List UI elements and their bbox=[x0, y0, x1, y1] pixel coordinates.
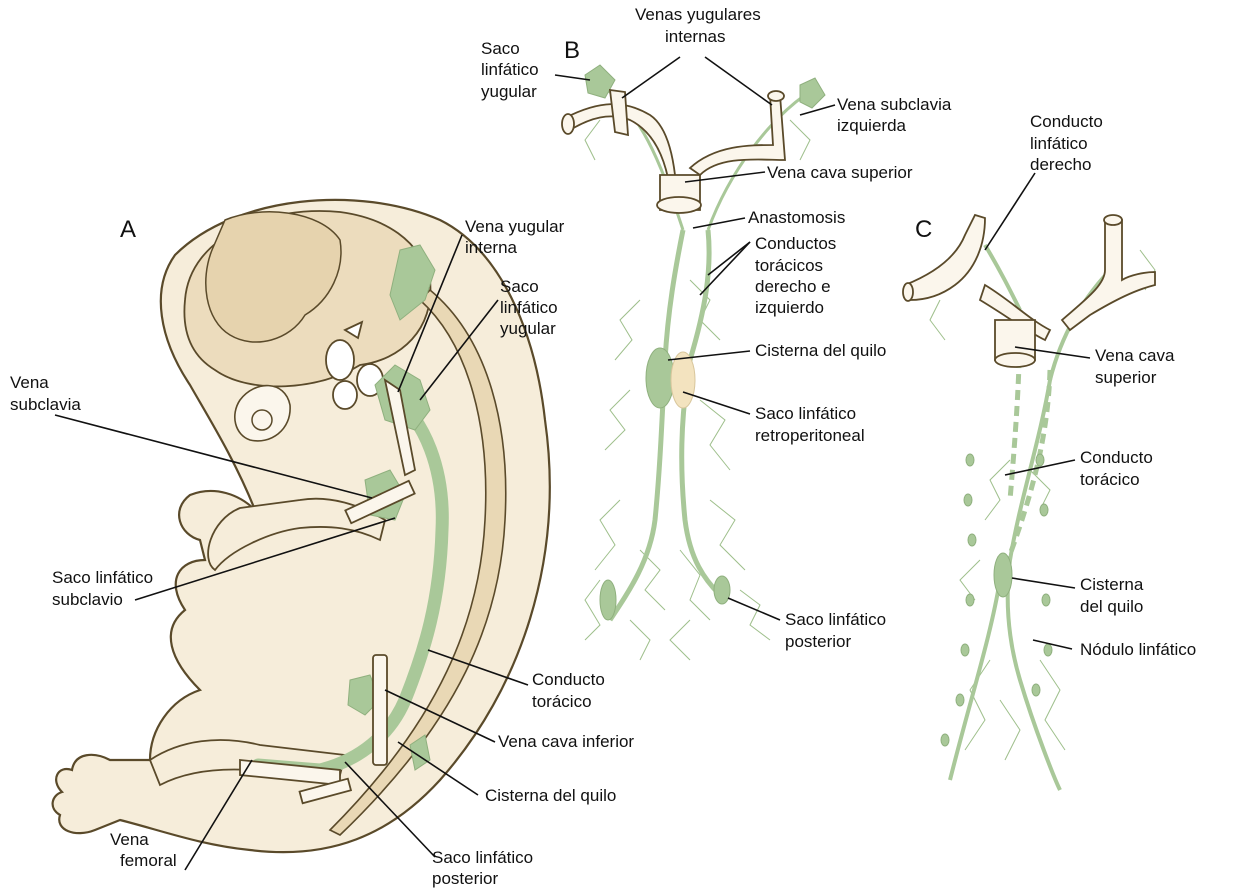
label-saco-linfatico-posterior-a: Saco linfático posterior bbox=[432, 848, 538, 888]
label-vena-subclavia-a: Vena subclavia bbox=[10, 373, 81, 414]
panel-a-label: A bbox=[120, 216, 136, 243]
panel-a-embryo-illustration bbox=[53, 200, 550, 852]
label-anastomosis: Anastomosis bbox=[748, 208, 845, 227]
label-venas-yugulares-internas: Venas yugulares internas bbox=[635, 5, 765, 46]
label-vena-femoral: Vena femoral bbox=[110, 830, 177, 870]
label-cisterna-del-quilo-c: Cisterna del quilo bbox=[1080, 575, 1148, 616]
labels-c: Conducto linfático derecho Vena cava sup… bbox=[1030, 112, 1196, 659]
label-saco-linfatico-posterior-b: Saco linfático posterior bbox=[785, 610, 891, 651]
veins-c bbox=[903, 215, 1155, 367]
panel-b-label: B bbox=[564, 37, 580, 64]
posterior-lymph-sac-b-left bbox=[600, 580, 616, 620]
panel-c-lymphatic-illustration bbox=[903, 215, 1155, 790]
panel-c-label: C bbox=[915, 216, 932, 243]
label-cisterna-del-quilo-b: Cisterna del quilo bbox=[755, 341, 886, 360]
label-conducto-toracico-c: Conducto torácico bbox=[1080, 448, 1158, 489]
label-conducto-toracico-a: Conducto torácico bbox=[532, 670, 610, 711]
label-vena-cava-superior-c: Vena cava superior bbox=[1095, 346, 1179, 387]
label-conducto-linfatico-derecho: Conducto linfático derecho bbox=[1030, 112, 1108, 174]
label-cisterna-del-quilo-a: Cisterna del quilo bbox=[485, 786, 616, 805]
label-saco-linfatico-retroperitoneal: Saco linfático retroperitoneal bbox=[755, 404, 865, 445]
label-vena-cava-superior-b: Vena cava superior bbox=[767, 163, 913, 182]
posterior-lymph-sac-b-right bbox=[714, 576, 730, 604]
label-saco-linfatico-yugular-b: Saco linfático yugular bbox=[481, 39, 543, 101]
label-saco-linfatico-subclavio: Saco linfático subclavio bbox=[52, 568, 158, 609]
cisterna-chyli-b bbox=[646, 348, 674, 408]
label-vena-yugular-interna: Vena yugular interna bbox=[465, 217, 569, 257]
label-saco-linfatico-yugular-a: Saco linfático yugular bbox=[500, 277, 562, 338]
label-nodulo-linfatico: Nódulo linfático bbox=[1080, 640, 1196, 659]
thoracic-duct-left-b bbox=[682, 230, 720, 595]
cisterna-chyli-c bbox=[994, 553, 1012, 597]
retroperitoneal-sac-b bbox=[671, 352, 695, 408]
panel-b-lymphatic-illustration bbox=[562, 65, 825, 660]
label-vena-subclavia-izquierda: Vena subclavia izquierda bbox=[837, 95, 956, 135]
label-vena-cava-inferior: Vena cava inferior bbox=[498, 732, 634, 751]
label-conductos-toracicos: Conductos torácicos derecho e izquierdo bbox=[755, 234, 841, 317]
subclavian-lymph-sac-b bbox=[800, 78, 825, 108]
veins-b bbox=[562, 90, 785, 213]
